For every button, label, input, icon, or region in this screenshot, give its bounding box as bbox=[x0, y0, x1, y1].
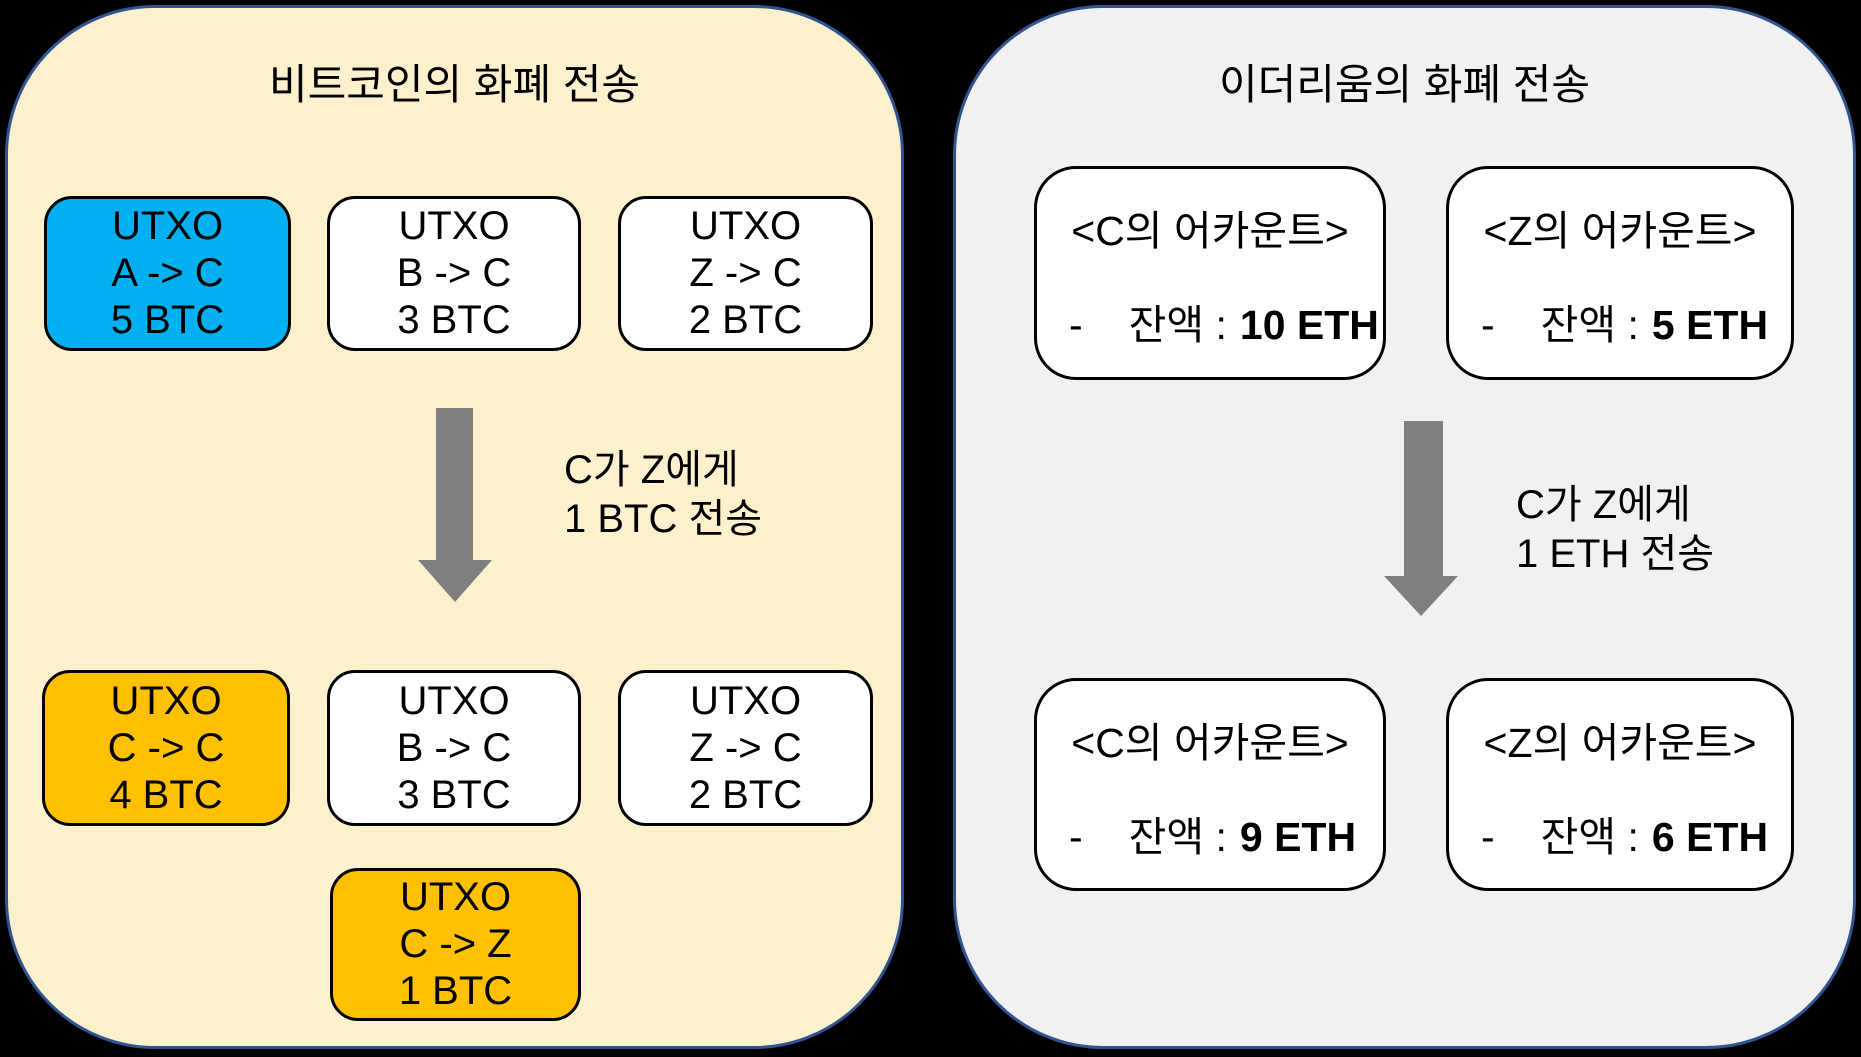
account-balance: - 잔액 : 9 ETH bbox=[1037, 811, 1383, 863]
bitcoin-transfer-label: C가 Z에게 1 BTC 전송 bbox=[564, 446, 762, 544]
bitcoin-panel: 비트코인의 화폐 전송 UTXO A -> C 5 BTC UTXO B -> … bbox=[5, 5, 904, 1049]
balance-prefix: 잔액 : bbox=[1540, 302, 1639, 348]
balance-prefix: 잔액 : bbox=[1540, 814, 1639, 860]
balance-dash: - bbox=[1069, 302, 1083, 348]
ethereum-transfer-label: C가 Z에게 1 ETH 전송 bbox=[1516, 481, 1714, 579]
utxo-box-b-to-c-after: UTXO B -> C 3 BTC bbox=[327, 670, 581, 826]
down-arrow-head-icon bbox=[418, 560, 492, 602]
utxo-direction: B -> C bbox=[396, 251, 512, 295]
utxo-amount: 2 BTC bbox=[688, 772, 803, 817]
balance-prefix: 잔액 : bbox=[1128, 302, 1227, 348]
utxo-box-z-to-c-before: UTXO Z -> C 2 BTC bbox=[618, 196, 873, 351]
balance-dash: - bbox=[1481, 814, 1495, 860]
account-name: <Z의 어카운트> bbox=[1483, 720, 1757, 766]
down-arrow-icon bbox=[436, 408, 473, 561]
utxo-direction: C -> Z bbox=[399, 922, 512, 966]
transfer-label-line1: C가 Z에게 bbox=[564, 448, 739, 492]
account-box-z-after: <Z의 어카운트> - 잔액 : 6 ETH bbox=[1446, 678, 1794, 891]
utxo-box-a-to-c: UTXO A -> C 5 BTC bbox=[44, 196, 291, 351]
utxo-direction: C -> C bbox=[107, 725, 225, 770]
transfer-label-line1: C가 Z에게 bbox=[1516, 483, 1691, 527]
utxo-amount: 5 BTC bbox=[110, 298, 225, 342]
utxo-box-b-to-c-before: UTXO B -> C 3 BTC bbox=[327, 196, 581, 351]
balance-dash: - bbox=[1481, 302, 1495, 348]
utxo-label: UTXO bbox=[689, 204, 802, 248]
account-balance: - 잔액 : 5 ETH bbox=[1449, 299, 1791, 351]
utxo-label: UTXO bbox=[399, 875, 512, 919]
account-box-c-after: <C의 어카운트> - 잔액 : 9 ETH bbox=[1034, 678, 1386, 891]
ethereum-panel: 이더리움의 화폐 전송 <C의 어카운트> - 잔액 : 10 ETH <Z의 … bbox=[953, 5, 1856, 1049]
utxo-label: UTXO bbox=[111, 204, 224, 248]
account-balance: - 잔액 : 6 ETH bbox=[1449, 811, 1791, 863]
utxo-direction: B -> C bbox=[396, 725, 512, 770]
balance-value: 5 ETH bbox=[1651, 302, 1769, 348]
account-name: <Z의 어카운트> bbox=[1483, 208, 1757, 254]
utxo-amount: 2 BTC bbox=[688, 298, 803, 342]
utxo-label: UTXO bbox=[689, 678, 802, 723]
utxo-box-z-to-c-after: UTXO Z -> C 2 BTC bbox=[618, 670, 873, 826]
balance-value: 9 ETH bbox=[1239, 814, 1357, 860]
utxo-amount: 3 BTC bbox=[397, 298, 511, 342]
account-name: <C의 어카운트> bbox=[1071, 720, 1349, 766]
down-arrow-head-icon bbox=[1384, 576, 1458, 616]
bitcoin-panel-title: 비트코인의 화폐 전송 bbox=[268, 61, 641, 108]
transfer-label-line2: 1 BTC 전송 bbox=[564, 497, 763, 541]
account-box-c-before: <C의 어카운트> - 잔액 : 10 ETH bbox=[1034, 166, 1386, 380]
down-arrow-icon bbox=[1404, 421, 1443, 577]
utxo-direction: Z -> C bbox=[689, 725, 802, 770]
balance-value: 6 ETH bbox=[1651, 814, 1769, 860]
utxo-amount: 4 BTC bbox=[109, 772, 223, 817]
transfer-label-line2: 1 ETH 전송 bbox=[1516, 532, 1715, 576]
utxo-label: UTXO bbox=[110, 678, 222, 723]
account-name: <C의 어카운트> bbox=[1071, 208, 1349, 254]
utxo-amount: 3 BTC bbox=[397, 772, 511, 817]
utxo-box-c-to-c: UTXO C -> C 4 BTC bbox=[42, 670, 290, 826]
account-box-z-before: <Z의 어카운트> - 잔액 : 5 ETH bbox=[1446, 166, 1794, 380]
utxo-amount: 1 BTC bbox=[398, 969, 513, 1013]
ethereum-panel-title: 이더리움의 화폐 전송 bbox=[1218, 61, 1591, 108]
utxo-box-c-to-z: UTXO C -> Z 1 BTC bbox=[330, 868, 581, 1021]
utxo-label: UTXO bbox=[398, 204, 510, 248]
balance-prefix: 잔액 : bbox=[1128, 814, 1227, 860]
utxo-direction: A -> C bbox=[111, 251, 224, 295]
balance-value: 10 ETH bbox=[1239, 302, 1379, 348]
utxo-direction: Z -> C bbox=[689, 251, 802, 295]
account-balance: - 잔액 : 10 ETH bbox=[1037, 299, 1383, 351]
utxo-label: UTXO bbox=[398, 678, 510, 723]
balance-dash: - bbox=[1069, 814, 1083, 860]
